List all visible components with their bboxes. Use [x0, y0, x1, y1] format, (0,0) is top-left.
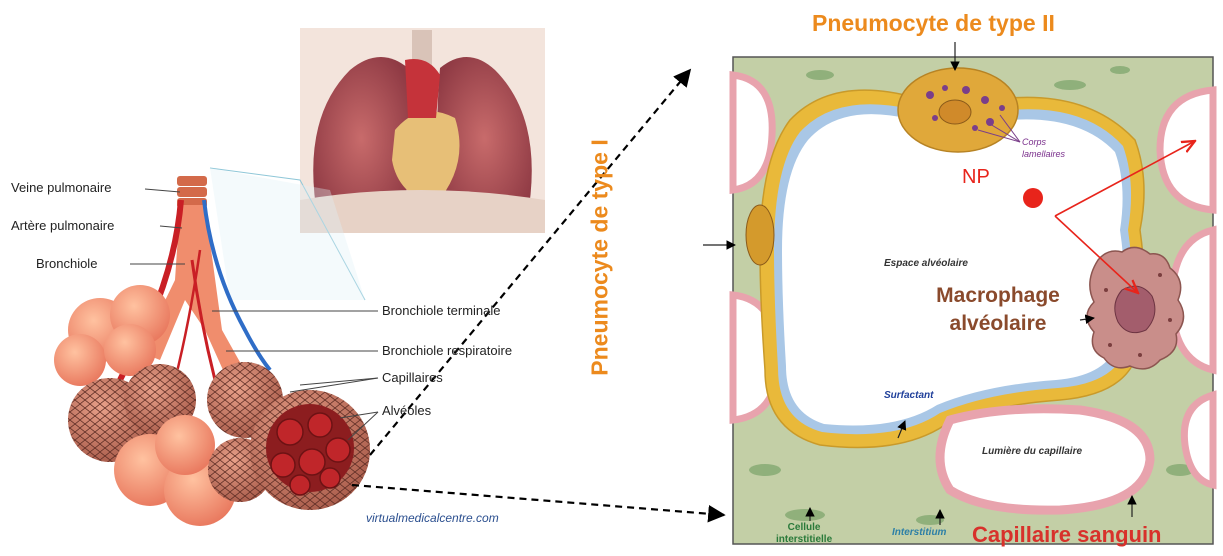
- label-espace-alveolaire: Espace alvéolaire: [884, 258, 968, 269]
- label-np: NP: [962, 166, 990, 189]
- label-cellule-interstitielle: Cellule interstitielle: [776, 522, 832, 546]
- label-pneumocyte-type-1: Pneumocyte de type I: [587, 98, 614, 418]
- label-bronchiole-terminale: Bronchiole terminale: [382, 303, 501, 318]
- label-capillaires: Capillaires: [382, 370, 443, 385]
- label-interstitielle: interstitielle: [776, 534, 832, 546]
- label-lumiere-capillaire: Lumière du capillaire: [982, 446, 1082, 457]
- label-cellule: Cellule: [776, 522, 832, 534]
- label-surfactant: Surfactant: [884, 390, 933, 401]
- label-alveolaire: alvéolaire: [898, 310, 1098, 338]
- label-pneumocyte-type-2: Pneumocyte de type II: [812, 10, 1055, 37]
- label-corps-lamellaires: Corps lamellaires: [1022, 136, 1065, 160]
- thorax-lungs-illustration: [300, 28, 545, 233]
- label-macrophage: Macrophage: [898, 282, 1098, 310]
- label-macrophage-alveolaire: Macrophage alvéolaire: [898, 282, 1098, 338]
- np-particle: [1023, 188, 1043, 208]
- label-corps: Corps: [1022, 136, 1065, 148]
- macrophage-cell: [1087, 247, 1184, 368]
- label-bronchiole-respiratoire: Bronchiole respiratoire: [382, 343, 512, 358]
- label-interstitium: Interstitium: [892, 527, 946, 538]
- pneumocyte-type-2-cell: [898, 68, 1018, 152]
- label-lamellaires: lamellaires: [1022, 148, 1065, 160]
- watermark-virtualmedicalcentre: virtualmedicalcentre.com: [366, 511, 499, 525]
- capillary-lumen: [940, 409, 1150, 510]
- pneumocyte-type-1-nucleus: [746, 205, 774, 265]
- label-veine-pulmonaire: Veine pulmonaire: [11, 180, 111, 195]
- label-artere-pulmonaire: Artère pulmonaire: [11, 218, 114, 233]
- label-bronchiole: Bronchiole: [36, 256, 97, 271]
- label-capillaire-sanguin: Capillaire sanguin: [972, 522, 1162, 548]
- label-alveoles: Alvéoles: [382, 403, 431, 418]
